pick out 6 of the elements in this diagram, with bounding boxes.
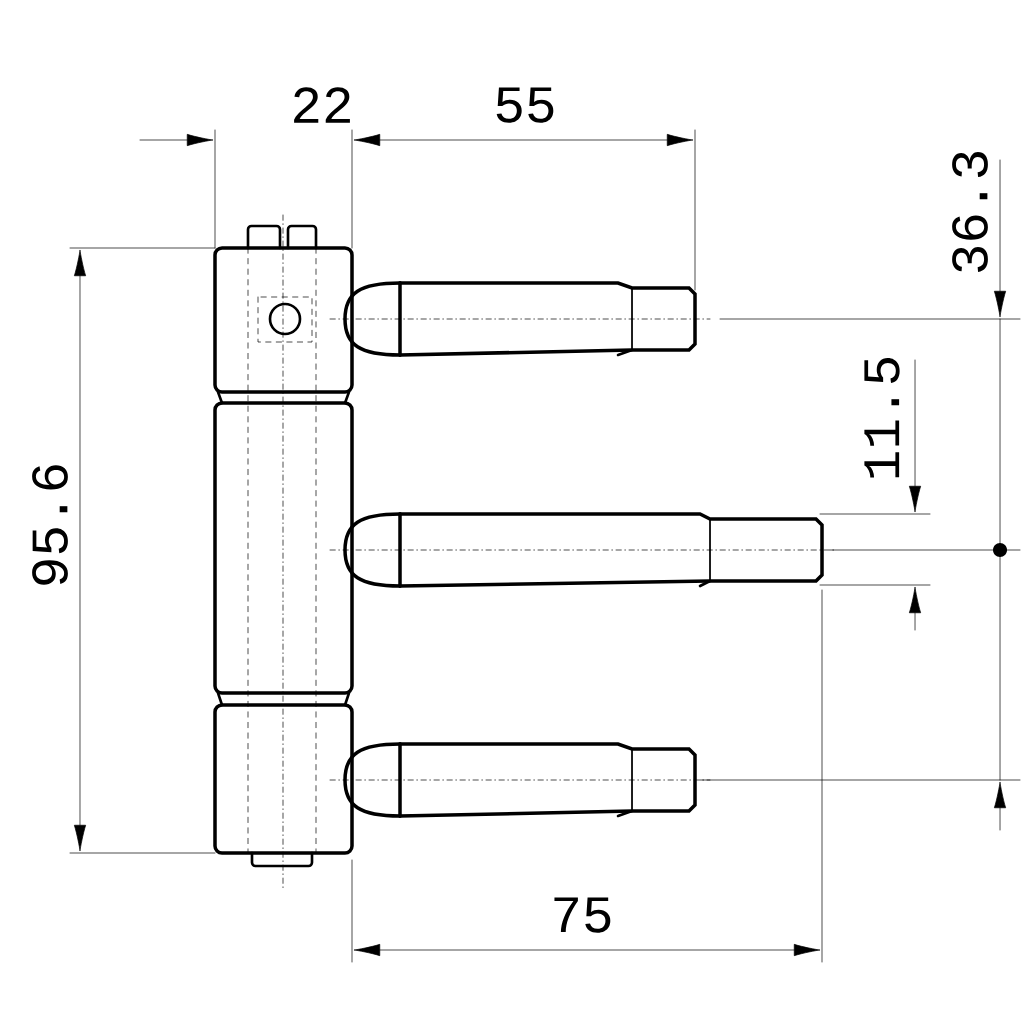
dimension-label: 11.5	[864, 358, 900, 478]
dimension-label: 36.3	[952, 152, 988, 272]
dimension-label: 75	[554, 897, 611, 933]
dimension-label: 95.6	[32, 465, 68, 585]
dimension-label: 55	[496, 87, 554, 123]
dimension-label: 22	[294, 87, 350, 123]
